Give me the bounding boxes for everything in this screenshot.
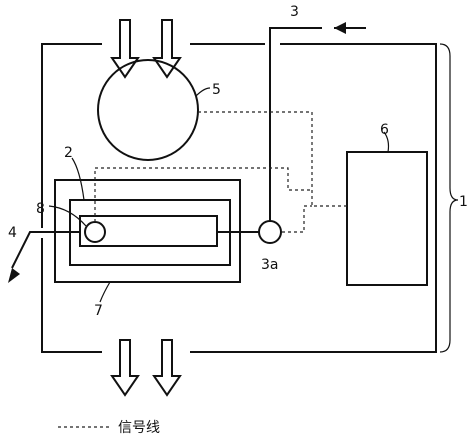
inflow-arrows [110, 19, 182, 79]
housing-outline [41, 43, 437, 353]
inflow-arrow-left [110, 19, 140, 79]
fan-circle-5 [97, 59, 199, 161]
outflow-arrows [110, 339, 182, 397]
signal-fan-to-controller [198, 111, 347, 207]
bracket-1 [439, 43, 459, 353]
pipe-3-arrowhead [334, 22, 346, 34]
label-5: 5 [212, 82, 221, 98]
controller-box-6 [346, 151, 428, 286]
pipe-4 [11, 231, 80, 269]
valve-circle-3a [258, 220, 282, 244]
housing-top-right-2 [190, 43, 437, 353]
housing-top-left [41, 43, 102, 228]
leader-5 [195, 87, 211, 97]
label-3a: 3a [261, 257, 279, 273]
label-3: 3 [290, 4, 299, 20]
leader-8 [48, 205, 87, 227]
leader-7 [99, 281, 111, 303]
housing-lower-left [41, 238, 102, 353]
leader-2 [71, 157, 85, 201]
signal-lines [94, 111, 347, 233]
legend-text: 信号线 [118, 420, 160, 436]
leader-6 [383, 131, 390, 153]
label-2: 2 [64, 145, 73, 161]
outflow-arrow-right [152, 339, 182, 397]
outflow-arrow-left [110, 339, 140, 397]
label-1: 1 [459, 194, 468, 210]
label-6: 6 [380, 122, 389, 138]
signal-sensor-to-controller [94, 167, 312, 222]
sensor-circle-8 [84, 221, 106, 243]
label-7: 7 [94, 303, 103, 319]
signal-valve-to-controller [282, 205, 312, 233]
label-4: 4 [8, 225, 17, 241]
sensor-strip [79, 215, 218, 247]
pipe-3 [269, 27, 322, 221]
pipe-4-arrowhead [8, 268, 20, 283]
label-8: 8 [36, 201, 45, 217]
legend: 信号线 [58, 420, 160, 436]
container-box-2 [69, 199, 231, 266]
